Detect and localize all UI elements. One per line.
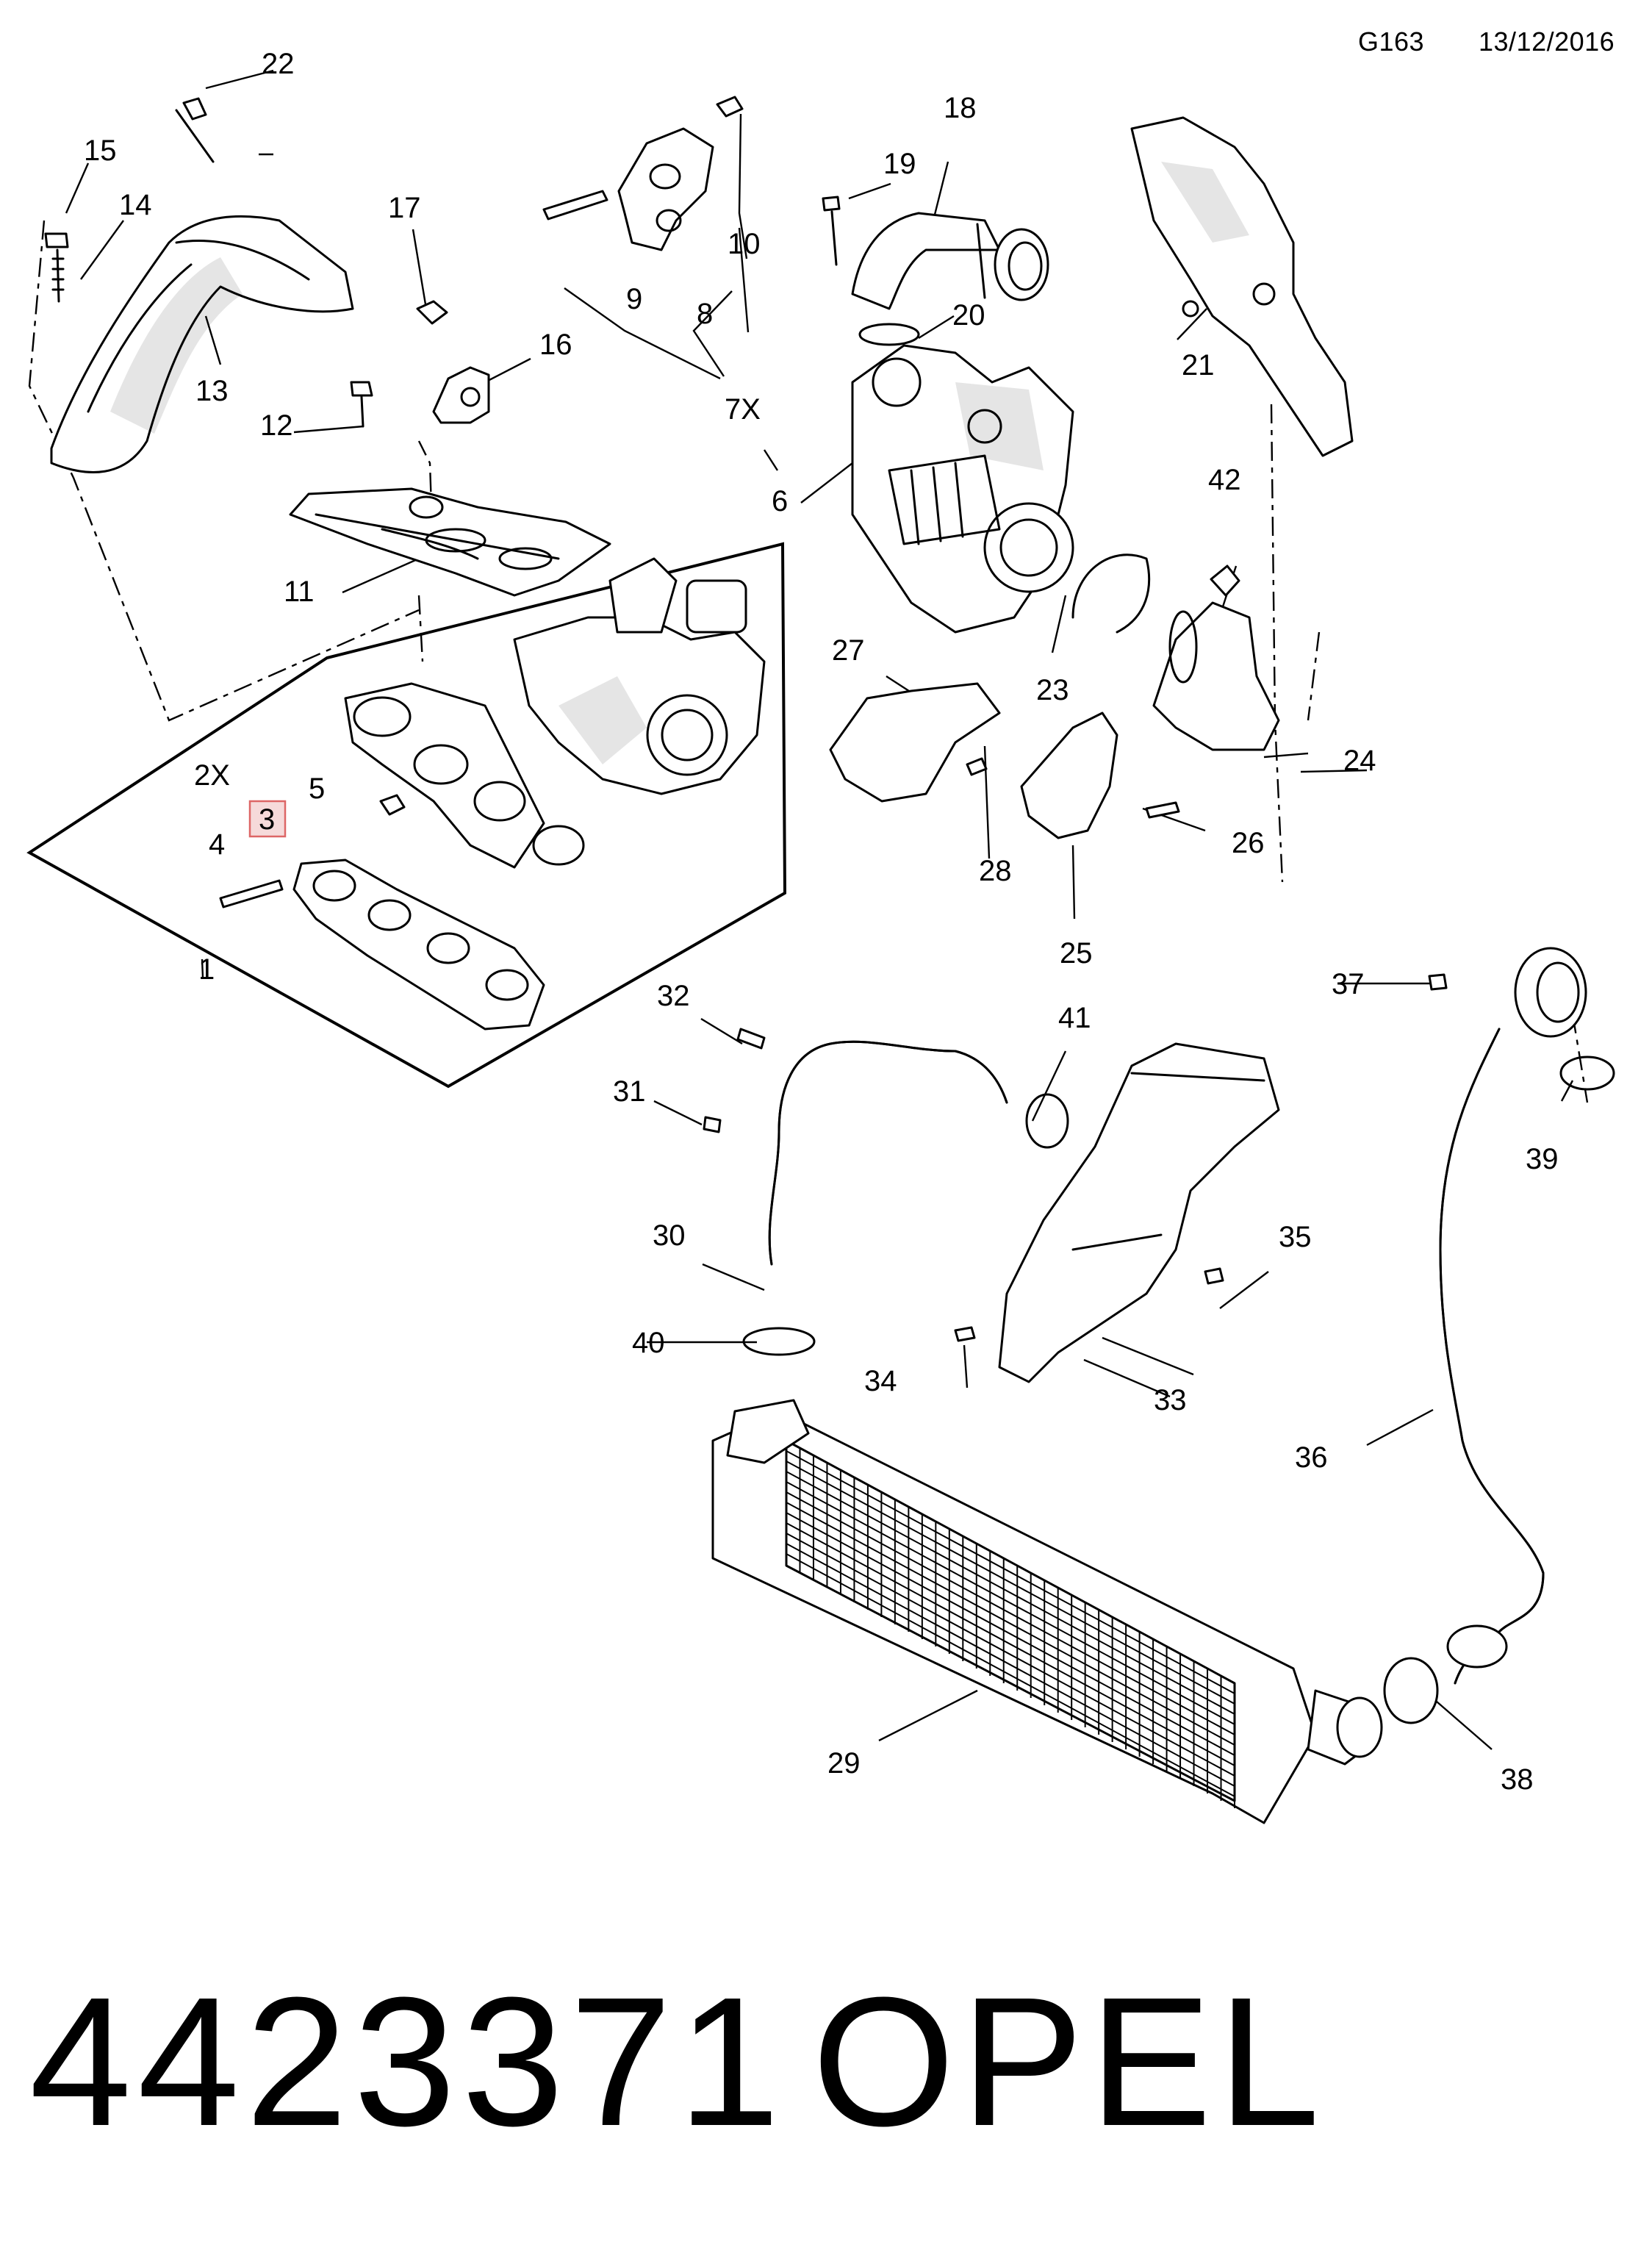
intake-hose-30 (768, 1040, 1008, 1266)
gasket-3 (292, 859, 545, 1031)
bracket-27 (829, 682, 1001, 803)
brand-name: OPEL (812, 1959, 1326, 2164)
v-band-clamp-23 (1071, 553, 1151, 634)
bracket-16 (432, 366, 490, 424)
leader-lines (65, 69, 1574, 1750)
bolt-15 (44, 232, 69, 303)
bolt-19 (822, 196, 841, 266)
callout-37: 37 (1332, 968, 1365, 1000)
callout-3: 3 (259, 803, 275, 836)
oil-pipe-18 (851, 212, 1049, 310)
seal-20 (858, 323, 920, 346)
seal-38 (1383, 1657, 1439, 1724)
callout-4: 4 (209, 828, 225, 861)
callout-14: 14 (119, 189, 152, 221)
callout-25: 25 (1060, 937, 1093, 970)
callout-6: 6 (772, 485, 788, 517)
seal-40 (742, 1327, 816, 1356)
manifold-turbo-assembly (344, 557, 766, 869)
callout-30: 30 (653, 1219, 686, 1252)
exhaust-manifold-assembly-frame (26, 542, 787, 1089)
callout-40: 40 (632, 1327, 665, 1359)
callout-17: 17 (388, 192, 421, 224)
callout-41: 41 (1058, 1002, 1091, 1034)
callout-28: 28 (979, 855, 1012, 887)
callout-29: 29 (827, 1747, 861, 1780)
air-duct-33 (998, 1042, 1280, 1383)
nut-10 (716, 96, 744, 118)
callout-10: 10 (728, 228, 761, 260)
callout-35: 35 (1279, 1221, 1312, 1253)
seal-39 (1559, 1056, 1615, 1091)
heat-shield-21 (1130, 116, 1354, 457)
bolt-35 (1204, 1267, 1224, 1285)
callout-7x: 7X (725, 393, 761, 426)
callout-42: 42 (1208, 464, 1241, 496)
callout-18: 18 (944, 92, 977, 124)
callout-12: 12 (260, 409, 293, 442)
callout-26: 26 (1232, 827, 1265, 859)
callout-36: 36 (1295, 1441, 1328, 1474)
bolt-17 (416, 300, 448, 325)
callout-21: 21 (1182, 349, 1215, 381)
callout-9: 9 (626, 283, 642, 315)
heat-shield-13 (50, 215, 354, 473)
plug-42 (1210, 565, 1240, 597)
part-number: 4423371 (29, 1959, 786, 2164)
bolt-22 (175, 97, 215, 163)
callout-15: 15 (84, 135, 117, 167)
callout-38: 38 (1501, 1763, 1534, 1796)
callout-33: 33 (1154, 1384, 1187, 1416)
callout-22: 22 (262, 48, 295, 80)
callout-39: 39 (1526, 1143, 1559, 1175)
callout-20: 20 (952, 299, 985, 332)
callout-19: 19 (883, 148, 916, 180)
callout-8: 8 (697, 298, 713, 330)
callout-2x: 2X (194, 759, 230, 792)
callout-31: 31 (613, 1075, 646, 1108)
diagram-code: G163 (1358, 26, 1425, 57)
callout-34: 34 (864, 1365, 897, 1397)
bracket-25 (1020, 712, 1118, 839)
nut-5 (379, 794, 406, 816)
callout-labels: 1 2X 3 4 5 6 7X 8 9 10 11 12 13 14 15 16… (84, 48, 1559, 1796)
callout-27: 27 (832, 634, 865, 667)
bolt-32 (736, 1028, 766, 1050)
bolt-26 (1145, 801, 1180, 819)
highlight-box-3 (248, 800, 287, 838)
seal-41 (1025, 1093, 1069, 1149)
bolt-34 (954, 1326, 976, 1342)
callout-32: 32 (657, 980, 690, 1012)
intercooler-fins (786, 1441, 1235, 1808)
gasket-8 (617, 127, 714, 251)
diagram-date: 13/12/2016 (1479, 26, 1615, 57)
bolt-31 (703, 1116, 722, 1133)
callout-11: 11 (284, 576, 315, 608)
intercooler-29 (711, 1399, 1376, 1824)
heat-shield-11 (289, 487, 611, 597)
outlet-elbow-24 (1152, 601, 1280, 751)
bolt-28 (966, 757, 988, 776)
exploded-view-diagram: 1 2X 3 4 5 6 7X 8 9 10 11 12 13 14 15 16… (26, 48, 1615, 1824)
callout-1: 1 (198, 953, 215, 986)
stud-9 (542, 190, 608, 221)
callout-5: 5 (309, 773, 325, 805)
bolt-37 (1428, 973, 1448, 991)
callout-24: 24 (1343, 745, 1376, 777)
callout-13: 13 (195, 375, 229, 407)
charge-air-hose-36 (1336, 947, 1587, 1758)
stud-4 (219, 879, 284, 909)
bolt-12 (350, 381, 373, 428)
callout-23: 23 (1036, 674, 1069, 706)
turbocharger-6 (851, 344, 1074, 634)
callout-16: 16 (539, 329, 572, 361)
